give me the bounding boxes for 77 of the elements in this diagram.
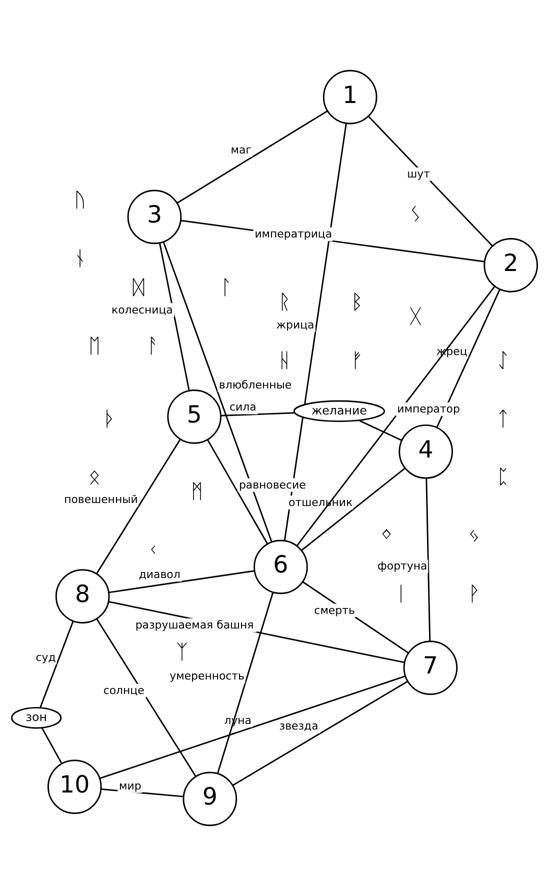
edge-label: разрушаемая башня (135, 618, 254, 632)
node-circle: 9 (182, 771, 238, 826)
label: ᛟ (88, 464, 101, 488)
label: ᛃ (468, 522, 480, 546)
label: ᛁ (394, 580, 407, 605)
label: ᛇ (497, 347, 510, 372)
connector (359, 419, 402, 441)
edge-label: жрица (276, 318, 314, 331)
edge-label: император (397, 402, 460, 416)
label: ᛞ (132, 274, 144, 299)
label: ᛚ (220, 274, 232, 299)
node-circle: 10 (47, 759, 102, 814)
edge-label: шут (407, 167, 430, 180)
edge-label: колесница (112, 302, 173, 316)
connector (100, 675, 406, 779)
label: ᚠ (351, 347, 364, 372)
label: ᛊ (410, 202, 422, 226)
edge-label: равновесие (238, 478, 306, 491)
connector (301, 467, 406, 551)
connector (284, 122, 347, 540)
node-circle: 6 (254, 539, 308, 594)
edge-label: суд (36, 650, 56, 664)
edge-label: влюбленные (218, 378, 292, 391)
label: ᚷ (410, 304, 422, 328)
edge-label: диавол (138, 568, 180, 581)
node-circle: 2 (484, 238, 538, 292)
node-circle: 5 (167, 389, 222, 444)
connector (296, 285, 496, 546)
edge-label: умеренность (170, 669, 244, 682)
label: ᚦ (103, 406, 116, 430)
connector (108, 600, 405, 663)
label: ᚾ (74, 245, 86, 270)
node-ellipse: зон (11, 706, 62, 728)
label: ᚹ (468, 580, 480, 605)
edge-label: смерть (314, 603, 355, 616)
edge-label: повешенный (64, 492, 138, 506)
edge-label: звезда (279, 719, 318, 732)
label: ᛏ (497, 406, 510, 430)
connector (302, 580, 409, 654)
node-circle: 7 (403, 640, 458, 694)
connector (176, 110, 328, 204)
connector (217, 592, 274, 774)
connector (207, 438, 268, 544)
label: ᛜ (380, 522, 392, 546)
edge-label: фортуна (378, 559, 428, 572)
node-circle: 8 (55, 568, 110, 623)
edge-label: солнце (103, 684, 144, 697)
connector (158, 242, 190, 390)
connector (180, 219, 485, 262)
label: ᛗ (190, 478, 203, 503)
label: ᚢ (74, 187, 86, 212)
node-ellipse: желание (293, 400, 386, 422)
connector (426, 478, 431, 641)
connector (232, 680, 408, 786)
label: ᚲ (147, 537, 160, 562)
connector (40, 620, 74, 708)
node-circle: 1 (322, 69, 378, 124)
edge-label: маг (230, 143, 252, 156)
connector (162, 241, 272, 542)
connector (96, 618, 196, 776)
node-circle: 4 (398, 424, 453, 478)
connector (108, 570, 255, 593)
node-circle: 3 (127, 189, 182, 244)
label: ᛈ (497, 464, 510, 488)
label: ᛉ (176, 639, 188, 664)
connector (96, 438, 181, 574)
label: ᛒ (351, 289, 364, 314)
edge-label: императрица (254, 227, 332, 240)
label: ᛖ (88, 332, 101, 357)
edge-label: сила (230, 400, 256, 414)
connector (41, 727, 62, 764)
label: ᚺ (278, 347, 290, 372)
label: ᚨ (147, 332, 160, 357)
label: ᚱ (278, 289, 290, 314)
connector (368, 115, 493, 246)
connector (220, 412, 295, 416)
edge-label: мир (118, 778, 142, 792)
